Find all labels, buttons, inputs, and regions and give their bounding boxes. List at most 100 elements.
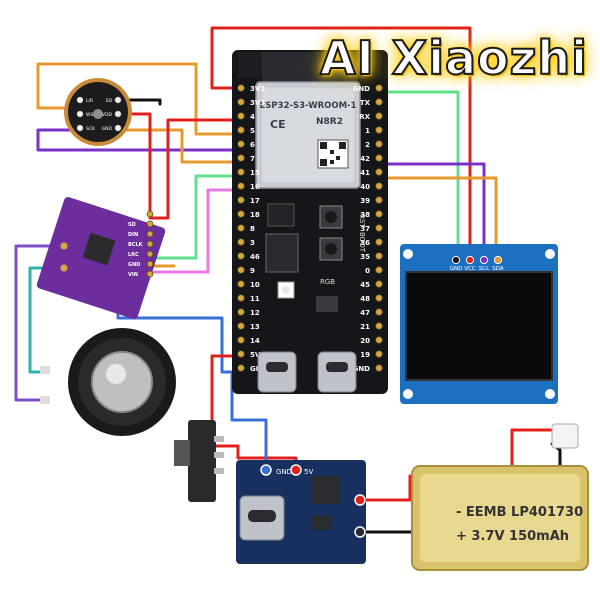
wire-orange-oled	[378, 176, 498, 262]
mic-pin-label: WS	[86, 112, 93, 118]
mic-pin	[76, 124, 84, 132]
esp32-left-pin-label: 17	[250, 197, 260, 205]
amp-pin	[146, 220, 154, 228]
mic-pin-label: L/R	[86, 98, 93, 104]
amp-pin-label: LRC	[128, 252, 139, 258]
speaker	[40, 328, 176, 436]
mic-pin	[114, 110, 122, 118]
esp32-right-pin-label: 35	[360, 253, 370, 261]
wire-red-5v	[210, 354, 298, 470]
ce-mark: CE	[270, 118, 286, 131]
esp32-left-pin-label: 3V3	[250, 85, 265, 93]
oled-pin	[479, 255, 489, 265]
esp32-left-pin	[237, 140, 245, 148]
lipo-battery: - EEMB LP401730 + 3.7V 150mAh	[411, 423, 589, 571]
rgb-led-lens	[282, 286, 290, 294]
esp32-right-pin-label: 0	[365, 267, 370, 275]
amp-pin	[146, 210, 154, 218]
esp32-right-pin-label: TX	[360, 99, 371, 107]
amp-pin	[146, 230, 154, 238]
esp32-right-pin-label: GND	[353, 85, 371, 93]
esp32-left-pin-label: 9	[250, 267, 255, 275]
esp32-right-pin	[375, 224, 383, 232]
module-name: ESP32-S3-WROOM-1	[260, 101, 357, 111]
amp-pin	[146, 270, 154, 278]
right-pin-header: GNDTXRX1242414039383736350454847212019GN…	[353, 84, 383, 373]
switch-knob[interactable]	[174, 440, 190, 466]
wire-green-oled-scl	[378, 90, 460, 262]
esp32-left-pin-label: 16	[250, 183, 260, 191]
amp-speaker-pad	[60, 242, 68, 250]
esp32-right-pin	[375, 294, 383, 302]
esp32-left-pin	[237, 168, 245, 176]
esp32-left-pin	[237, 112, 245, 120]
wire-red-3v3-amp	[148, 118, 242, 220]
esp32-right-pin-label: 2	[365, 141, 370, 149]
mic-pin	[114, 96, 122, 104]
esp32-left-pin-label: 7	[250, 155, 255, 163]
esp32-left-pin	[237, 154, 245, 162]
esp32-left-pin	[237, 364, 245, 372]
esp32-right-pin-label: 21	[360, 323, 370, 331]
esp32-left-pin	[237, 322, 245, 330]
oled-pin	[451, 255, 461, 265]
oled-pin-label: SDA	[492, 266, 504, 272]
esp32-right-pin-label: 36	[360, 239, 370, 247]
mic-pin-label: SCK	[86, 126, 96, 132]
esp32-right-pin	[375, 112, 383, 120]
esp32-left-pin-label: 5V	[250, 351, 261, 359]
esp32-left-pin-label: 14	[250, 337, 260, 345]
speaker-terminal-a	[40, 366, 50, 374]
charger-bplus-pad	[354, 494, 366, 506]
esp32-left-pin-label: 3	[250, 239, 255, 247]
esp32-right-pin	[375, 350, 383, 358]
rst-button-cap	[325, 211, 337, 223]
esp32-right-pin	[375, 168, 383, 176]
charger-gnd-pad	[260, 464, 272, 476]
mic-pin	[76, 110, 84, 118]
esp32-right-pin	[375, 322, 383, 330]
oled-pin	[465, 255, 475, 265]
esp32-right-pin	[375, 308, 383, 316]
amp-chip	[82, 232, 116, 266]
esp32-right-pin-label: 41	[360, 169, 370, 177]
esp32-right-pin	[375, 336, 383, 344]
esp32-left-pin	[237, 350, 245, 358]
esp32-right-pin-label: RX	[359, 113, 370, 121]
charger-bminus-pad	[354, 526, 366, 538]
amp-pin-label: GND	[128, 262, 140, 268]
wire-red-3v3-top	[210, 26, 472, 262]
esp32-right-pin	[375, 154, 383, 162]
slide-switch[interactable]	[174, 420, 224, 502]
oled-pin-label: GND	[450, 266, 463, 272]
esp32-left-pin	[237, 210, 245, 218]
mic-pin-label: SD	[106, 98, 113, 104]
boot-button-cap	[325, 243, 337, 255]
esp32-left-pin	[237, 182, 245, 190]
usb-c-port-left-opening	[266, 362, 288, 372]
amp-pin-label: DIN	[128, 232, 138, 238]
amp-pin-label: SD	[128, 222, 136, 228]
amp-pin	[146, 240, 154, 248]
diagram-title: AI Xiaozhi	[319, 30, 588, 86]
wire-orange-mic-ws	[36, 62, 242, 136]
oled-pin-label: SCL	[479, 266, 490, 272]
esp32-right-pin-label: 38	[360, 211, 370, 219]
mic-pin	[76, 96, 84, 104]
usb-chip	[316, 296, 338, 312]
esp32-left-pin	[237, 196, 245, 204]
esp32-right-pin-label: 45	[360, 281, 370, 289]
battery-connector	[551, 423, 579, 449]
esp32-left-pin	[237, 280, 245, 288]
esp32-left-pin-label: 3V3	[250, 99, 265, 107]
charger-gnd-label: GND	[276, 468, 292, 476]
wire-green-amp	[148, 174, 242, 260]
esp32-right-pin-label: 47	[360, 309, 370, 317]
esp32-right-pin	[375, 98, 383, 106]
esp32-right-pin-label: 39	[360, 197, 370, 205]
wire-purple-mic-sck	[36, 128, 242, 152]
